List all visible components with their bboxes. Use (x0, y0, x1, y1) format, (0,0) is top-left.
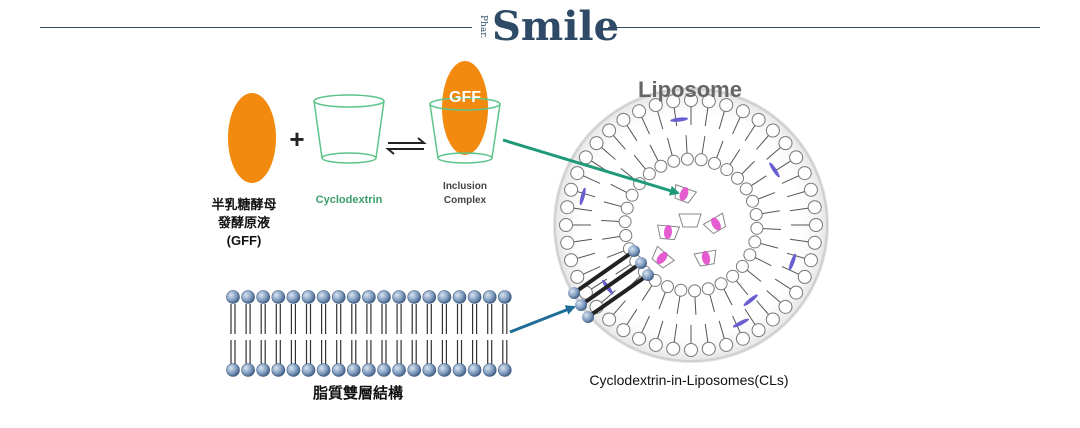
liposome-title: Liposome (638, 77, 742, 102)
lipid-bilayer (226, 290, 512, 377)
header-rule-right (608, 27, 1040, 28)
brand-logo: Smile (492, 3, 620, 50)
inclusion-complex (429, 61, 501, 164)
inclusion-label-line2: Complex (444, 195, 487, 206)
gff-caption-line1: 半乳糖酵母 (211, 197, 276, 212)
arrow-to-bilayer-fragment (509, 305, 576, 334)
brand-prefix: Phar. (478, 15, 488, 39)
inclusion-label-line1: Inclusion (443, 181, 487, 192)
equilibrium-arrow-icon (385, 137, 427, 155)
arrow-to-liposome-core (502, 138, 680, 196)
gff-caption-line3: (GFF) (227, 233, 262, 248)
plus-sign: + (289, 124, 304, 154)
bilayer-fragment (568, 245, 654, 323)
gff-molecule (228, 93, 276, 183)
bilayer-caption: 脂質雙層結構 (313, 384, 403, 402)
liposome (553, 87, 829, 363)
header-rule-left (40, 27, 472, 28)
gff-caption-line2: 發酵原液 (217, 215, 270, 230)
cyclodextrin-label: Cyclodextrin (316, 194, 383, 206)
cyclodextrin-cone (313, 94, 385, 164)
gff-label: GFF (449, 89, 481, 106)
cls-caption: Cyclodextrin-in-Liposomes(CLs) (589, 372, 788, 388)
